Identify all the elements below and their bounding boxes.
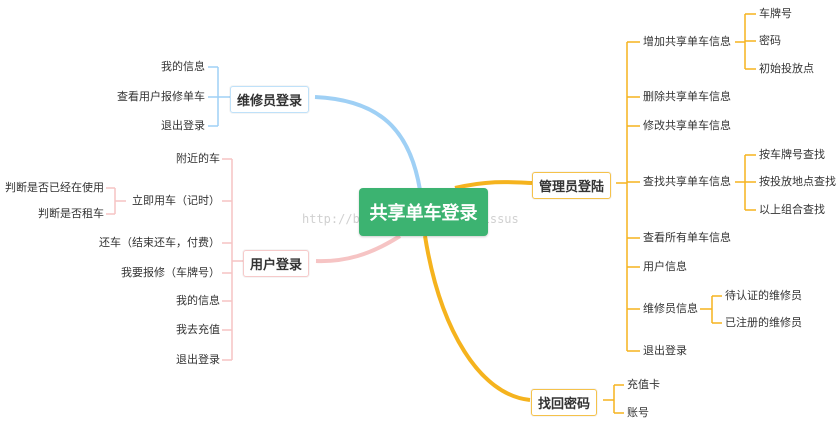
- user-rent-now[interactable]: 立即用车（记时）: [132, 194, 220, 207]
- repairman-view-reports[interactable]: 查看用户报修单车: [117, 90, 205, 103]
- admin-search-bike[interactable]: 查找共享单车信息: [643, 175, 731, 188]
- admin-modify-bike[interactable]: 修改共享单车信息: [643, 119, 731, 132]
- user-nearby-bikes[interactable]: 附近的车: [176, 152, 220, 165]
- search-by-location[interactable]: 按投放地点查找: [759, 175, 836, 188]
- admin-add-bike[interactable]: 增加共享单车信息: [643, 35, 731, 48]
- recover-account[interactable]: 账号: [627, 406, 649, 419]
- admin-login-node[interactable]: 管理员登陆: [532, 172, 612, 199]
- user-report-repair[interactable]: 我要报修（车牌号）: [121, 266, 220, 279]
- repairman-login-node[interactable]: 维修员登录: [230, 86, 310, 113]
- admin-view-all-bikes[interactable]: 查看所有单车信息: [643, 231, 731, 244]
- check-rented[interactable]: 判断是否租车: [38, 207, 104, 220]
- add-password[interactable]: 密码: [759, 34, 781, 47]
- user-logout[interactable]: 退出登录: [176, 353, 220, 366]
- admin-user-info[interactable]: 用户信息: [643, 260, 687, 273]
- repairman-logout[interactable]: 退出登录: [161, 119, 205, 132]
- recover-password-node[interactable]: 找回密码: [531, 389, 598, 416]
- search-by-plate[interactable]: 按车牌号查找: [759, 148, 825, 161]
- user-return-bike[interactable]: 还车（结束还车，付费）: [99, 236, 220, 249]
- admin-repairman-info[interactable]: 维修员信息: [643, 302, 698, 315]
- add-plate-number[interactable]: 车牌号: [759, 7, 792, 20]
- check-in-use[interactable]: 判断是否已经在使用: [5, 181, 104, 194]
- user-my-info[interactable]: 我的信息: [176, 294, 220, 307]
- user-login-node[interactable]: 用户登录: [243, 250, 310, 277]
- user-recharge[interactable]: 我去充值: [176, 323, 220, 336]
- search-combined[interactable]: 以上组合查找: [759, 203, 825, 216]
- central-node[interactable]: 共享单车登录: [359, 188, 488, 236]
- admin-logout[interactable]: 退出登录: [643, 344, 687, 357]
- admin-delete-bike[interactable]: 删除共享单车信息: [643, 90, 731, 103]
- pending-repairmen[interactable]: 待认证的维修员: [725, 289, 802, 302]
- registered-repairmen[interactable]: 已注册的维修员: [725, 316, 802, 329]
- repairman-my-info[interactable]: 我的信息: [161, 60, 205, 73]
- recover-recharge-card[interactable]: 充值卡: [627, 378, 660, 391]
- add-initial-location[interactable]: 初始投放点: [759, 62, 814, 75]
